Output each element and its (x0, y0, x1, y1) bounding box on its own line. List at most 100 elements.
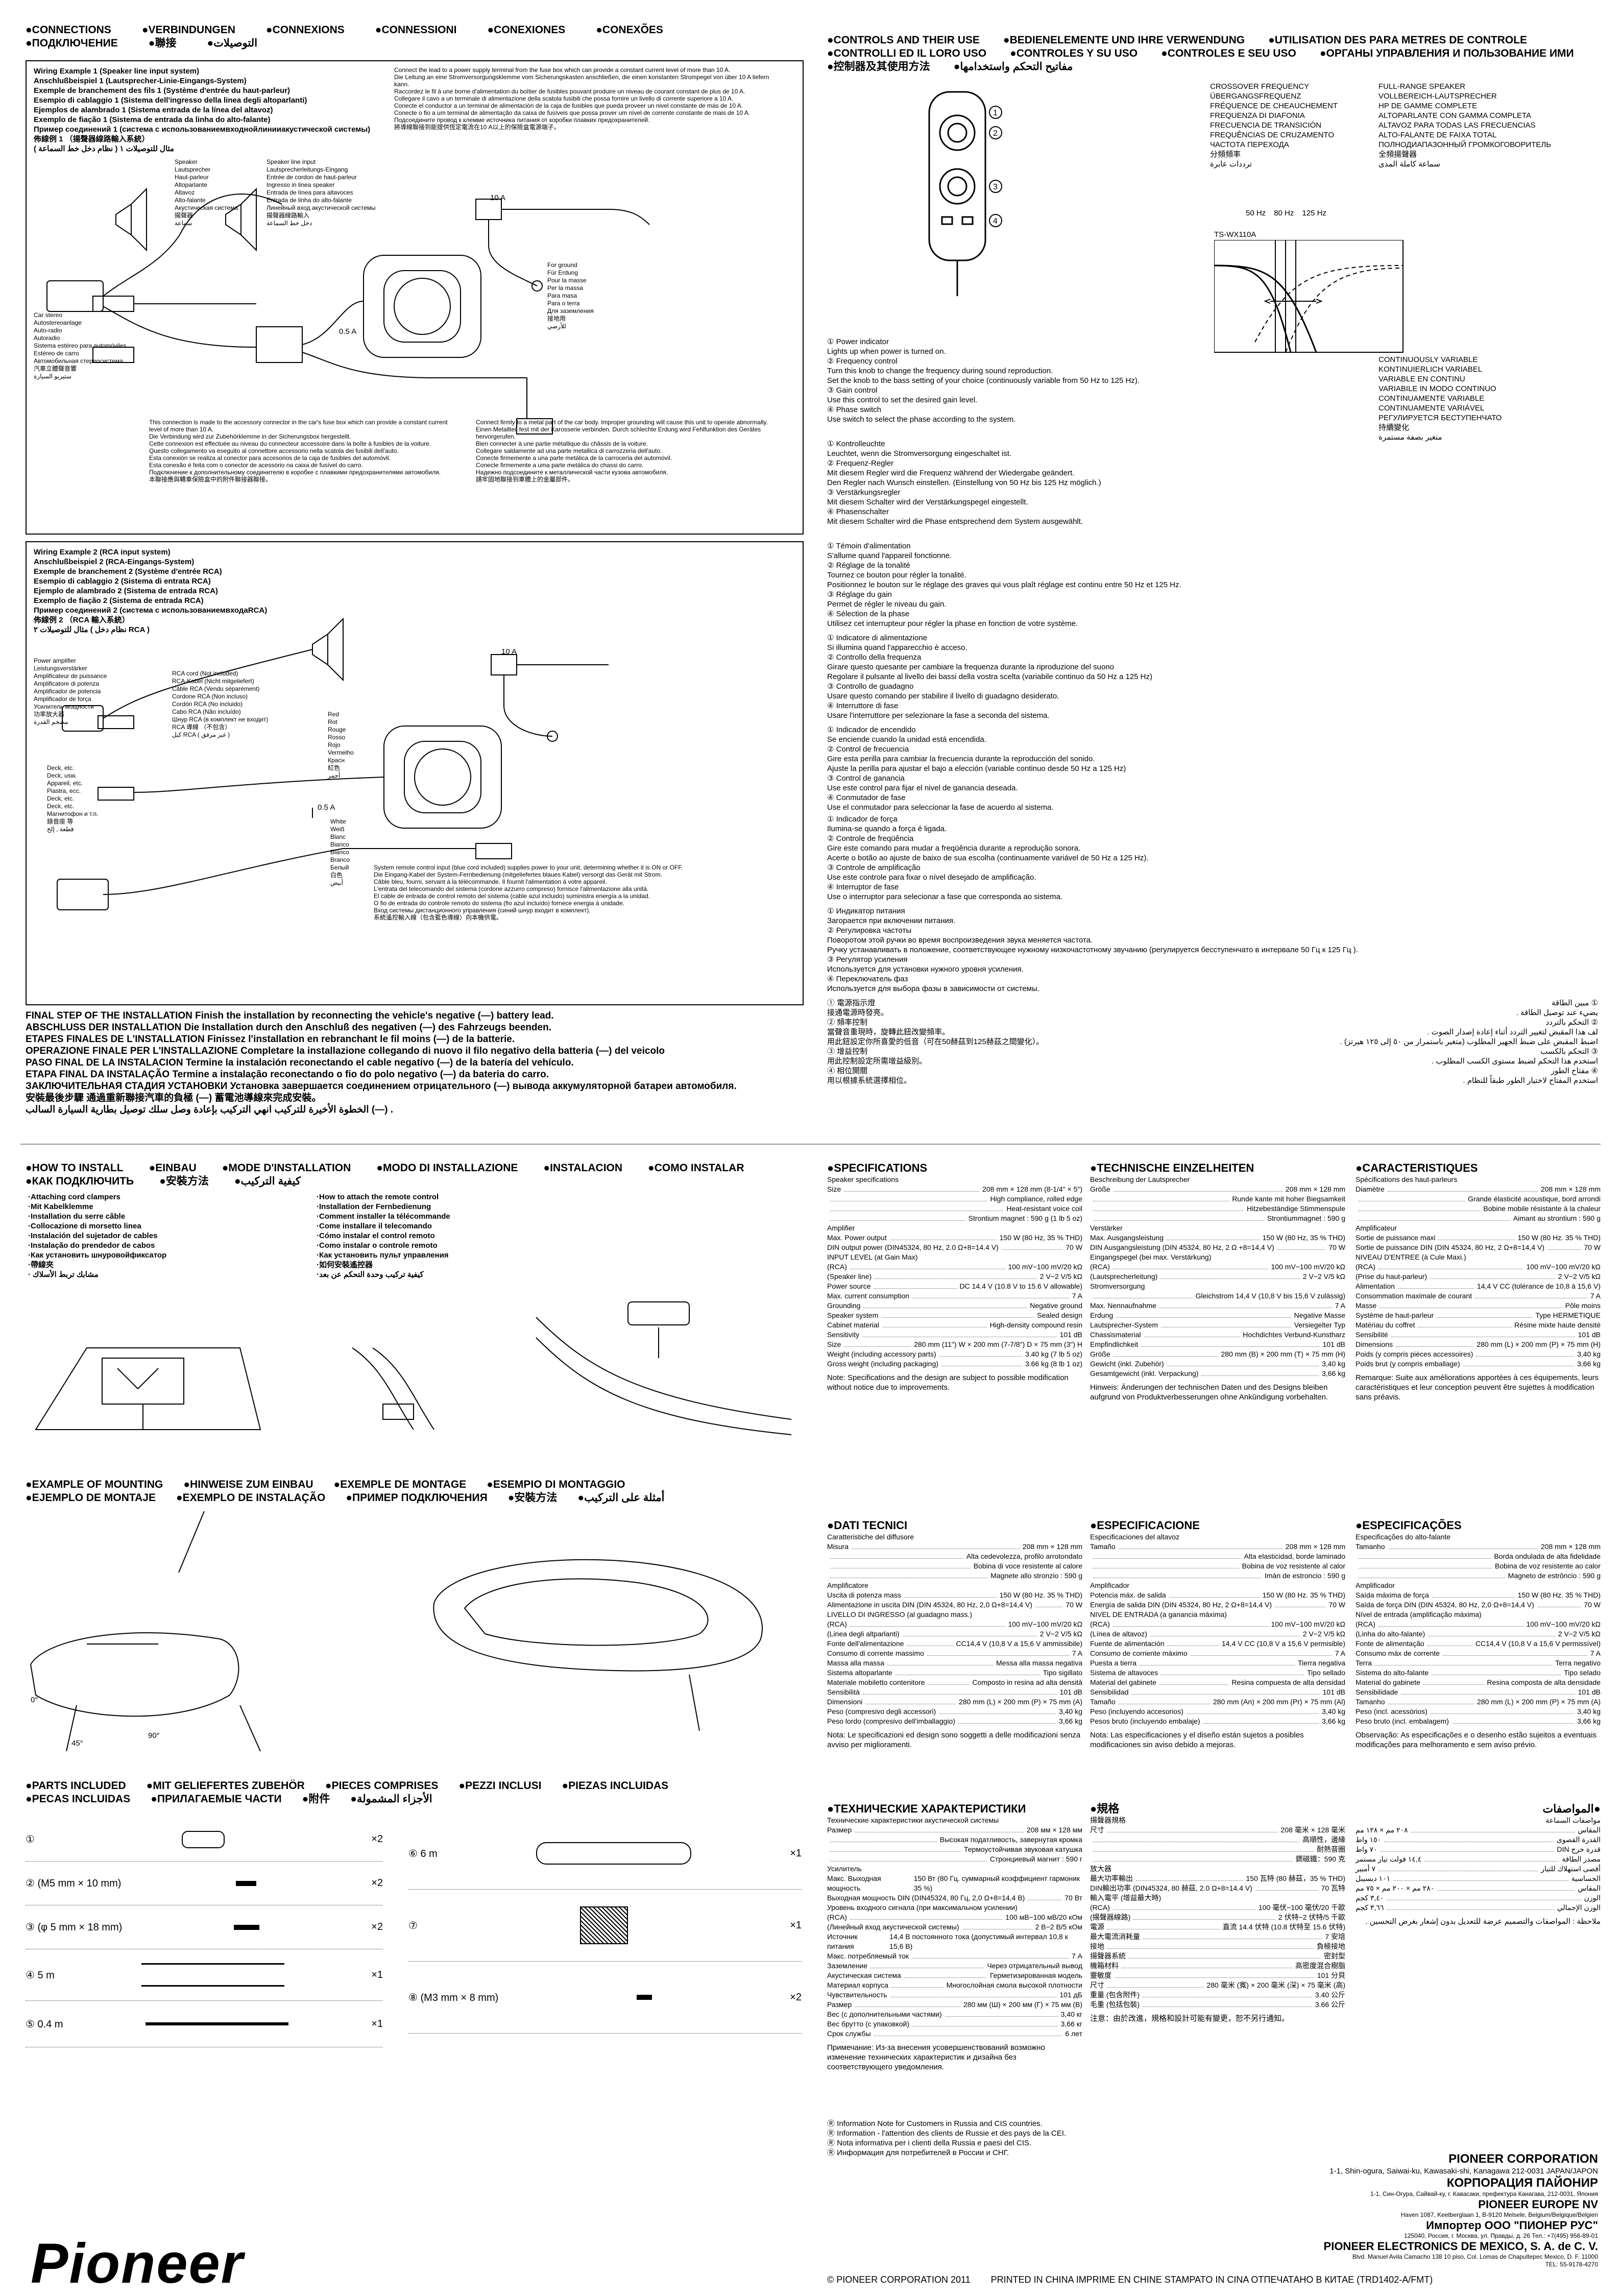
wiring-2-deck-labels: Deck, etc.Deck, usw.Appareil, etc. Piast… (47, 764, 99, 833)
spec-value: ٧ أمبير (1356, 1865, 1375, 1873)
spec-label: Lautsprecher-System (1090, 1321, 1158, 1329)
spec-row: Gewicht (inkl. Zubehör)3,40 kg (1090, 1359, 1345, 1369)
leader-dots (1387, 1903, 1554, 1910)
spec-label: Terra (1356, 1659, 1372, 1667)
company-name-ru: КОРПОРАЦИЯ ПАЙОНИР (1446, 2176, 1598, 2190)
spec-value: Versiegelter Typ (1294, 1321, 1345, 1329)
svg-text:1: 1 (993, 109, 998, 117)
spec-value: 70 W (1584, 1601, 1601, 1609)
spec-label: Max. Nennaufnahme (1090, 1301, 1156, 1310)
power-cord-icon (141, 1963, 285, 1987)
spec-label: Potencia máx. de salida (1090, 1591, 1166, 1599)
info-notes: Ⓡ Information Note for Customers in Russ… (827, 2119, 1067, 2157)
spec-row: Gleichstrom 14,4 V (10,8 V bis 15,6 V zu… (1090, 1291, 1345, 1301)
spec-label: Sensitivity (827, 1331, 860, 1339)
adhesive-pad-icon (579, 1906, 628, 1944)
specs-french: ●CARACTERISTIQUES Spécifications des hau… (1356, 1162, 1601, 1401)
spec-label: Gewicht (inkl. Zubehör) (1090, 1360, 1164, 1368)
spec-value: 280 mm (B) × 200 mm (T) × 75 mm (H) (1221, 1350, 1345, 1358)
leader-dots (904, 1971, 987, 1978)
spec-value: Negative Masse (1294, 1311, 1345, 1319)
spec-value: 280 mm (11") W × 200 mm (7-7/8") D × 75 … (914, 1340, 1082, 1348)
leader-dots (1093, 1291, 1193, 1298)
spec-value: Borda ondulada de alta fidelidade (1494, 1552, 1601, 1560)
spec-label: Sensibilité (1356, 1331, 1388, 1339)
spec-row: DIN output power (DIN45324, 80 Hz, 2.0 Ω… (827, 1243, 1082, 1252)
leader-dots (844, 1340, 911, 1347)
spec-row: Amplifier (827, 1223, 1082, 1233)
spec-label: 靈敏度 (1090, 1971, 1111, 1979)
spec-label: 電源 (1090, 1923, 1104, 1931)
spec-row: Weight (including accessory parts)3.40 k… (827, 1349, 1082, 1359)
spec-value: 100 mV−100 mV/20 kΩ (1008, 1263, 1083, 1271)
small-screw-icon (636, 1995, 652, 2000)
leader-dots (850, 1913, 1003, 1920)
spec-row: Термоустойчивая звуковая катушка (827, 1845, 1082, 1854)
spec-label: Größe (1090, 1350, 1110, 1358)
spec-label: Tamaño (1090, 1542, 1116, 1551)
spec-label: Sensibilità (827, 1688, 860, 1696)
spec-value: 7 A (1072, 1292, 1082, 1300)
part-row: ① ×2 (26, 1818, 383, 1862)
spec-row: (RCA)100 mV−100 mV/20 kΩ (827, 1620, 1082, 1629)
spec-row: Strontium magnet : 590 g (1 lb 5 oz) (827, 1214, 1082, 1223)
spec-label: Fuente de alimentación (1090, 1639, 1165, 1648)
spec-row: Poids brut (y compris emballage)3,66 kg (1356, 1359, 1601, 1369)
spec-value: Magneto de estrôncio : 590 g (1508, 1572, 1601, 1580)
spec-row: Стронциевый магнит : 590 г (827, 1854, 1082, 1864)
spec-value: 7 A (1072, 1649, 1082, 1657)
specs-russian: ●ТЕХНИЧЕСКИЕ ХАРАКТЕРИСТИКИ Технические … (827, 1802, 1082, 2071)
leader-dots (1388, 1697, 1474, 1704)
spec-label: (RCA) (827, 1263, 847, 1271)
spec-value: Type HERMETIQUE (1535, 1311, 1601, 1319)
leader-dots (1432, 1590, 1515, 1598)
leader-dots (889, 1233, 997, 1240)
part-row: ⑦ ×1 (408, 1890, 802, 1962)
spec-value: 208 mm × 128 mm (1540, 1185, 1601, 1193)
spec-label: Чувствительность (827, 1991, 887, 1999)
spec-value: 2 V−2 V/5 kΩ (1039, 1630, 1082, 1638)
spec-row: Imán de estroncio : 590 g (1090, 1571, 1345, 1581)
spec-label: Material do gabinete (1356, 1678, 1420, 1686)
leader-dots (1378, 1864, 1538, 1871)
spec-label: INPUT LEVEL (at Gain Max) (827, 1253, 918, 1261)
leader-dots (1442, 1649, 1587, 1656)
leader-dots (1423, 1678, 1484, 1685)
spec-label: Amplifier (827, 1224, 855, 1232)
spec-row: Усилитель (827, 1864, 1082, 1874)
spec-row: Технические характеристики акустической … (827, 1816, 1082, 1825)
leader-dots (1359, 1552, 1491, 1559)
spec-label: 毛重 (包括包裝) (1090, 2000, 1140, 2009)
leader-dots (865, 1697, 956, 1704)
spec-row: (RCA)100 mV−100 mV/20 kΩ (1090, 1620, 1345, 1629)
leader-dots (1093, 1854, 1293, 1862)
spec-row: Высокая податливость, завернутая кромка (827, 1835, 1082, 1845)
spec-value: 3,40 кг (1060, 2010, 1082, 2018)
spec-label: Amplificatore (827, 1581, 868, 1589)
leader-dots (1136, 1874, 1243, 1881)
leader-dots (1113, 1349, 1218, 1357)
leader-dots (1143, 2000, 1312, 2007)
spec-label: Especificaciones del altavoz (1090, 1533, 1180, 1541)
svg-text:4: 4 (993, 217, 998, 226)
spec-row: Heat-resistant voice coil (827, 1204, 1082, 1214)
spec-label: 機箱材料 (1090, 1962, 1119, 1970)
spec-row: Alta cedevolezza, profilo arrotondato (827, 1552, 1082, 1561)
